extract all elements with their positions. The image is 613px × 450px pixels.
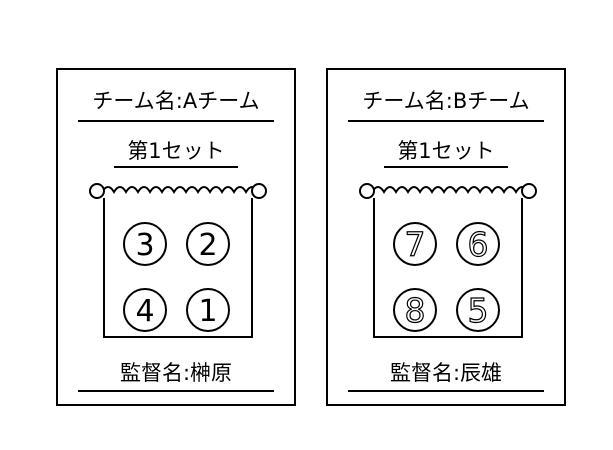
team-a-player-number: 2 <box>198 228 217 263</box>
team-a-wavy-top <box>101 186 259 194</box>
team-a-player-slot-1: 3 <box>123 222 167 266</box>
team-b-coach-name: 監督名:辰雄 <box>389 361 503 385</box>
team-a-left-ring <box>89 183 105 199</box>
team-b-name: チーム名:Bチーム <box>362 89 530 113</box>
team-b-player-number: 7 <box>405 225 426 264</box>
team-a-player-number: 4 <box>135 294 154 329</box>
team-a-player-slot-4: 1 <box>186 288 230 332</box>
team-b-player-number: 8 <box>405 291 426 330</box>
team-b-player-number: 5 <box>468 291 489 330</box>
team-b-player-slot-1: 7 <box>393 222 437 266</box>
team-b-player-number: 6 <box>468 225 489 264</box>
team-b-left-ring <box>359 183 375 199</box>
team-a-lineup-board: 3 2 4 1 <box>88 182 268 346</box>
team-b-name-underline <box>348 120 544 122</box>
team-a-coach-name: 監督名:榊原 <box>119 361 233 385</box>
team-a-coach-underline <box>78 390 274 392</box>
team-b-coach-underline <box>348 390 544 392</box>
team-b-right-ring <box>521 183 537 199</box>
team-b-board-outline <box>373 198 523 338</box>
team-a-board-outline <box>103 198 253 338</box>
team-a-set-underline <box>114 166 238 168</box>
team-b-player-slot-4: 5 <box>456 288 500 332</box>
team-b-wavy-top <box>371 186 529 194</box>
team-b-set-underline <box>384 166 508 168</box>
team-a-set-label: 第1セット <box>127 139 225 163</box>
team-b-player-slot-2: 6 <box>456 222 500 266</box>
team-a-player-number: 3 <box>135 228 154 263</box>
team-b-player-slot-3: 8 <box>393 288 437 332</box>
team-a-right-ring <box>251 183 267 199</box>
team-b-lineup-card: チーム名:Bチーム 第1セット 7 6 8 5 <box>326 68 566 406</box>
team-a-player-number: 1 <box>198 294 217 329</box>
team-b-lineup-board: 7 6 8 5 <box>358 182 538 346</box>
team-a-lineup-card: チーム名:Aチーム 第1セット 3 2 4 1 <box>56 68 296 406</box>
team-a-player-slot-3: 4 <box>123 288 167 332</box>
team-b-set-label: 第1セット <box>397 139 495 163</box>
team-a-name-underline <box>78 120 274 122</box>
team-a-name: チーム名:Aチーム <box>92 89 260 113</box>
team-a-player-slot-2: 2 <box>186 222 230 266</box>
